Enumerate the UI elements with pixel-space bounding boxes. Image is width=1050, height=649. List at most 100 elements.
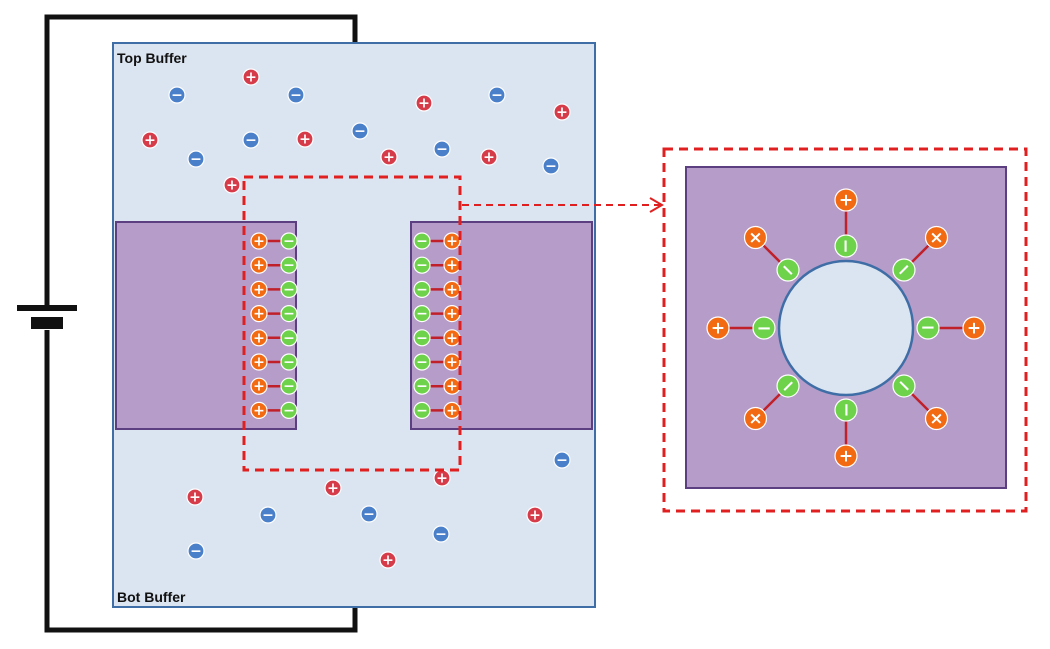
svg-text:−: − (354, 124, 366, 140)
cation-icon: + (296, 130, 314, 148)
svg-text:−: − (920, 317, 935, 338)
svg-text:+: + (253, 403, 265, 419)
free-ions: +++++++++++++−−−−−−−−−−−−− (141, 68, 571, 569)
counter-ion-icon: + (706, 316, 730, 340)
surface-charge-icon: − (280, 377, 298, 395)
svg-text:+: + (253, 306, 265, 322)
counter-ion-icon: + (250, 232, 268, 250)
battery-icon (17, 305, 77, 329)
membrane-left (115, 221, 297, 430)
surface-charge-icon: − (280, 329, 298, 347)
svg-text:−: − (835, 238, 856, 253)
counter-ion-icon: × (743, 225, 768, 250)
counter-ion-icon: + (834, 444, 858, 468)
counter-ion-icon: + (443, 305, 461, 323)
svg-text:−: − (416, 355, 428, 371)
svg-text:−: − (171, 88, 183, 104)
cation-icon: + (433, 469, 451, 487)
svg-text:×: × (748, 409, 762, 429)
svg-text:−: − (283, 306, 295, 322)
anion-icon: − (360, 505, 378, 523)
zoom-arrow (462, 197, 664, 213)
svg-text:−: − (416, 403, 428, 419)
svg-text:−: − (416, 258, 428, 274)
anion-icon: − (287, 86, 305, 104)
svg-text:+: + (189, 490, 201, 506)
anion-icon: − (432, 525, 450, 543)
surface-charge-icon: − (413, 280, 431, 298)
svg-text:+: + (446, 282, 458, 298)
svg-text:−: − (283, 258, 295, 274)
surface-charge-icon: − (280, 401, 298, 419)
svg-text:−: − (416, 306, 428, 322)
svg-text:+: + (711, 319, 725, 339)
svg-text:+: + (382, 553, 394, 569)
surface-charge-icon: − (413, 401, 431, 419)
surface-charge-icon: − (834, 234, 858, 258)
svg-text:−: − (363, 507, 375, 523)
anion-icon: − (168, 86, 186, 104)
counter-ion-icon: + (443, 329, 461, 347)
svg-text:−: − (283, 282, 295, 298)
cation-icon: + (141, 131, 159, 149)
svg-text:−: − (416, 330, 428, 346)
svg-text:×: × (929, 228, 943, 248)
svg-text:−: − (190, 544, 202, 560)
cation-icon: + (242, 68, 260, 86)
surface-charge-icon: − (413, 256, 431, 274)
surface-charge-icon: − (280, 353, 298, 371)
bottom-buffer-label: Bot Buffer (117, 589, 186, 605)
svg-text:−: − (436, 142, 448, 158)
svg-text:+: + (253, 234, 265, 250)
svg-text:+: + (446, 355, 458, 371)
counter-ion-icon: + (962, 316, 986, 340)
anion-icon: − (187, 150, 205, 168)
anion-icon: − (553, 451, 571, 469)
svg-text:−: − (491, 88, 503, 104)
cation-icon: + (186, 488, 204, 506)
anion-icon: − (433, 140, 451, 158)
circuit-wire (44, 14, 358, 306)
svg-text:−: − (283, 403, 295, 419)
svg-text:+: + (446, 379, 458, 395)
svg-text:+: + (446, 234, 458, 250)
svg-text:−: − (283, 234, 295, 250)
cation-icon: + (324, 479, 342, 497)
svg-text:+: + (245, 70, 257, 86)
svg-text:−: − (290, 88, 302, 104)
svg-text:+: + (839, 191, 853, 211)
svg-text:+: + (327, 481, 339, 497)
top-buffer-label: Top Buffer (117, 50, 187, 66)
svg-text:×: × (748, 228, 762, 248)
svg-text:+: + (253, 282, 265, 298)
svg-text:−: − (245, 133, 257, 149)
cation-icon: + (223, 176, 241, 194)
counter-ion-icon: × (924, 225, 949, 250)
svg-text:−: − (190, 152, 202, 168)
cation-icon: + (379, 551, 397, 569)
cation-icon: + (526, 506, 544, 524)
surface-charge-icon: − (413, 377, 431, 395)
svg-text:−: − (262, 508, 274, 524)
svg-text:−: − (283, 379, 295, 395)
svg-text:+: + (253, 379, 265, 395)
svg-text:−: − (435, 527, 447, 543)
counter-ion-icon: + (250, 256, 268, 274)
svg-text:+: + (226, 178, 238, 194)
svg-text:−: − (283, 330, 295, 346)
cation-icon: + (553, 103, 571, 121)
counter-ion-icon: + (443, 353, 461, 371)
surface-charge-icon: − (834, 398, 858, 422)
membrane-right (410, 221, 593, 430)
svg-text:−: − (756, 318, 771, 339)
circuit-wire-bottom (44, 330, 358, 633)
counter-ion-icon: + (443, 232, 461, 250)
counter-ion-icon: + (250, 280, 268, 298)
anion-icon: − (242, 131, 260, 149)
svg-text:+: + (839, 447, 853, 467)
surface-charge-icon: − (280, 305, 298, 323)
anion-icon: − (542, 157, 560, 175)
svg-text:+: + (967, 319, 981, 339)
surface-charge-icon: − (413, 232, 431, 250)
surface-charge-icon: − (280, 232, 298, 250)
